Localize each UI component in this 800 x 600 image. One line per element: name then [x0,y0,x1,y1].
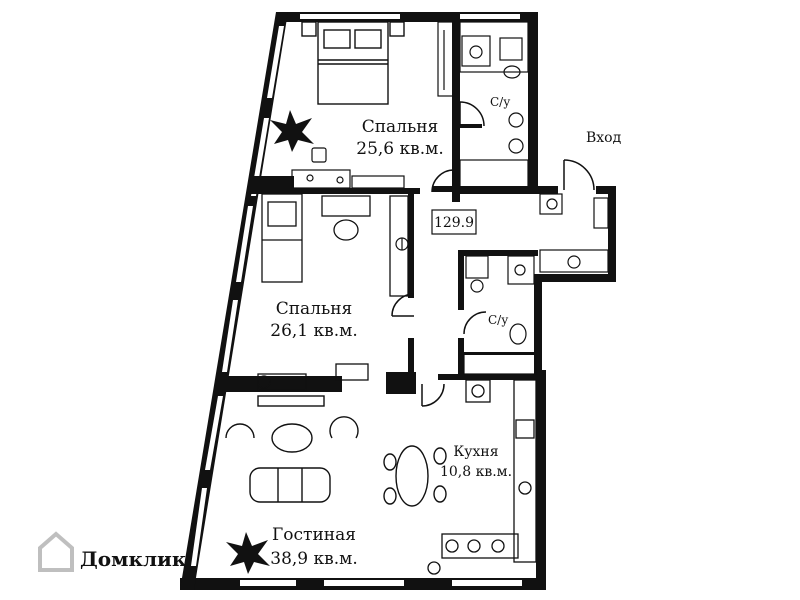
kitchen-units [427,379,537,575]
desk-icon [291,169,405,189]
domclick-logo-icon [38,531,74,572]
bedroom-1-labels: Спальня 25,6 кв.м. [356,117,443,159]
bathroom-2-label: С/у [488,313,508,327]
total-area: 129.9 [434,215,474,231]
watermark: Домклик [38,531,187,572]
bed-icon [301,21,405,105]
bedroom-1-area: 25,6 кв.м. [356,139,443,159]
bedroom-2-area: 26,1 кв.м. [270,321,357,341]
left-window-wall [180,12,288,590]
interior-walls [222,22,546,394]
plant-icon [270,110,314,152]
top-windows [300,14,520,19]
plant-icon [226,532,270,574]
dining-table-icon [383,445,447,507]
small-stool-icon [311,147,327,163]
bathroom-2 [463,255,537,375]
wardrobe-icon [437,21,455,97]
entrance-hall [539,193,609,273]
watermark-text: Домклик [80,547,187,571]
door-swings [391,101,595,407]
bathroom-1-label: С/у [490,95,510,109]
bedroom-2-labels: Спальня 26,1 кв.м. [270,299,357,341]
living-name: Гостиная [272,525,356,545]
bedroom-2-name: Спальня [276,299,353,319]
kitchen-name: Кухня [453,444,498,460]
entrance-label: Вход [586,130,622,146]
bathroom-1 [459,21,529,189]
bedroom-2-furniture [257,193,409,391]
living-area: 38,9 кв.м. [270,549,357,569]
bedroom-1-name: Спальня [362,117,439,137]
bottom-windows [240,580,522,586]
kitchen-area: 10,8 кв.м. [440,464,512,480]
kitchen-labels: Кухня 10,8 кв.м. [440,444,512,480]
living-labels: Гостиная 38,9 кв.м. [270,525,357,569]
wardrobe-sign-icon [395,237,409,251]
living-furniture [225,395,359,503]
area-tag: 129.9 [431,209,477,235]
